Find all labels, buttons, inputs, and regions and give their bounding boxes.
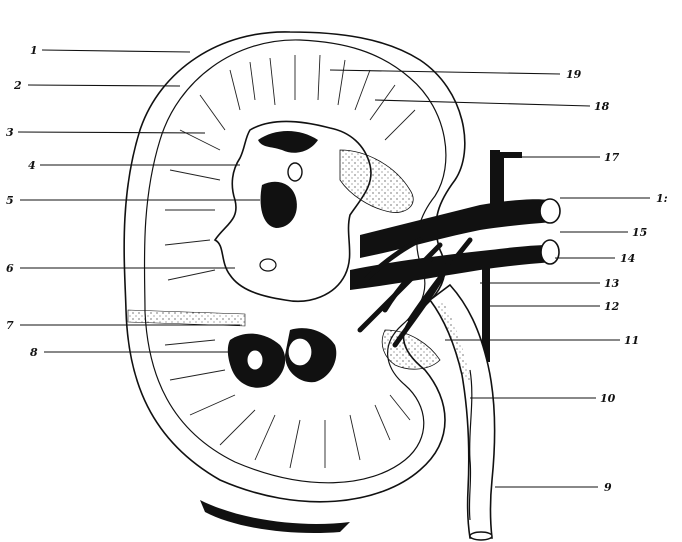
calyx-opening-2 (260, 259, 276, 271)
calyx-opening-1 (288, 163, 302, 181)
label-5: 5 (6, 194, 14, 207)
label-18: 18 (594, 100, 610, 113)
renal-vein-lumen (541, 240, 559, 264)
label-17: 17 (604, 151, 620, 164)
renal-sinus-fat-lower (382, 330, 440, 369)
ureter-lumen (470, 532, 492, 540)
label-9: 9 (604, 481, 612, 494)
label-1: 1 (30, 44, 38, 57)
label-8: 8 (30, 346, 38, 359)
label-15: 15 (632, 226, 647, 239)
label-12: 12 (604, 300, 620, 313)
kidney-base-shadow (200, 500, 350, 533)
label-11: 11 (624, 334, 639, 347)
label-6: 6 (6, 262, 14, 275)
renal-artery-lumen (540, 199, 560, 223)
label-7: 7 (6, 319, 14, 332)
label-19: 19 (566, 68, 582, 81)
label-2: 2 (13, 79, 22, 92)
label-4: 4 (28, 159, 36, 172)
label-16: 1: (656, 192, 668, 205)
label-3: 3 (6, 126, 14, 139)
vessel-superior-branch (498, 152, 522, 208)
label-10: 10 (600, 392, 616, 405)
label-14: 14 (620, 252, 635, 265)
label-13: 13 (604, 277, 620, 290)
